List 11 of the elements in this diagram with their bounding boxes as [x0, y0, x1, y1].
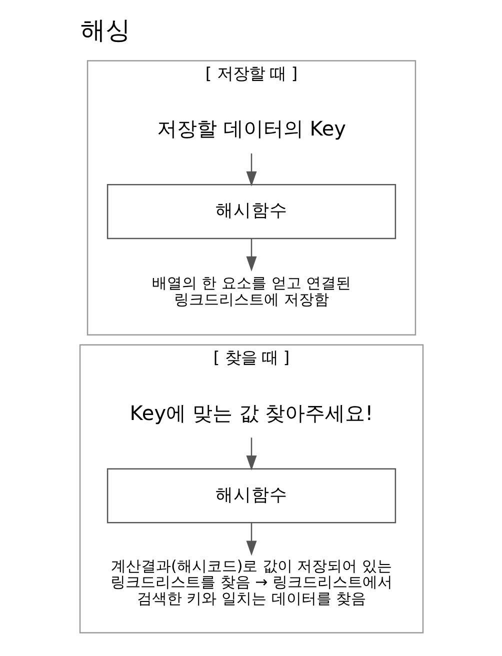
- node-text: 계산결과(해시코드)로 값이 저장되어 있는 링크드리스트를 찾음 → 링크드리스트에서 검색한 키와 일치는 데이터를 찾음: [110, 556, 392, 608]
- diagram-title: 해싱: [80, 15, 130, 44]
- node-box: 해시함수: [106, 468, 396, 524]
- arrow: [246, 438, 256, 471]
- node-box: 해시함수: [106, 184, 396, 240]
- arrow: [246, 154, 256, 186]
- arrow: [246, 522, 256, 556]
- node-text: 배열의 한 요소를 얻고 연결된 링크드리스트에 저장함: [151, 274, 351, 308]
- arrow: [246, 238, 256, 272]
- node-text: Key에 맞는 값 찾아주세요!: [129, 400, 373, 425]
- node-text: 저장할 데이터의 Key: [156, 116, 346, 141]
